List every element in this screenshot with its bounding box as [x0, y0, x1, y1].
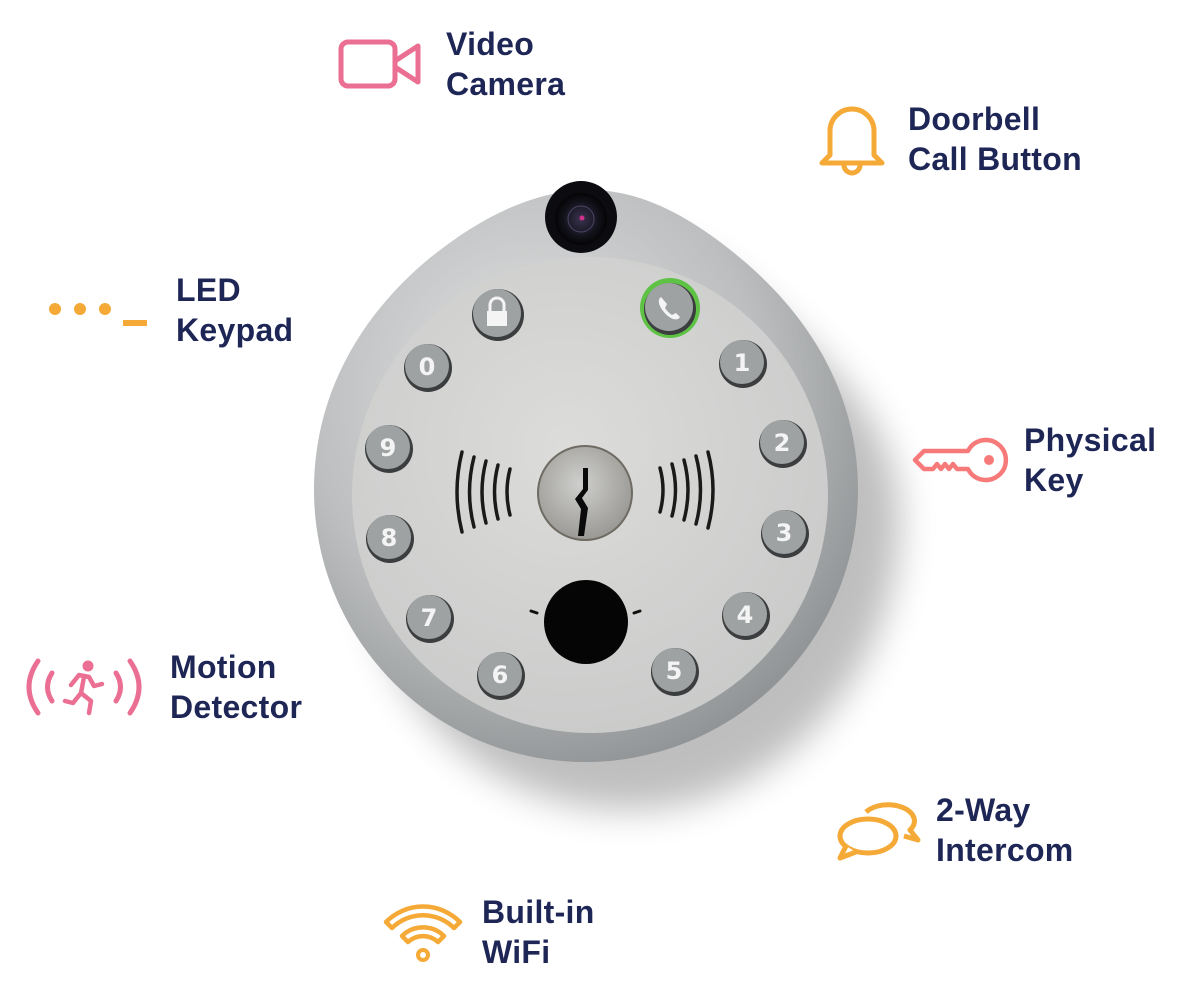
key-0: 0	[404, 344, 452, 392]
key-3: 3	[761, 510, 809, 558]
call-button	[640, 278, 700, 338]
svg-text:0: 0	[419, 353, 436, 381]
feature-motion-detector: Motion Detector	[24, 647, 302, 727]
feature-label-line2: Detector	[170, 689, 303, 725]
key-6: 6	[477, 652, 525, 700]
feature-physical-key: Physical Key	[912, 420, 1156, 500]
feature-label-line2: Intercom	[936, 832, 1074, 868]
feature-label-line1: Motion	[170, 649, 277, 685]
chat-bubbles-icon	[837, 802, 921, 861]
svg-text:3: 3	[776, 519, 793, 547]
motion-runner-icon	[26, 658, 142, 716]
svg-text:9: 9	[380, 434, 397, 462]
svg-text:6: 6	[492, 661, 509, 689]
feature-doorbell: Doorbell Call Button	[816, 99, 1082, 179]
feature-label-line2: Call Button	[908, 141, 1082, 177]
camera-lens	[545, 181, 617, 253]
svg-text:2: 2	[774, 429, 791, 457]
key-2: 2	[759, 420, 807, 468]
bell-icon	[819, 106, 885, 176]
feature-label-line1: 2-Way	[936, 792, 1031, 828]
feature-label-line2: Key	[1024, 462, 1084, 498]
speaker-left	[455, 450, 512, 534]
feature-video-camera: Video Camera	[338, 24, 565, 104]
feature-label-line2: Camera	[446, 66, 566, 102]
feature-label-line1: Doorbell	[908, 101, 1041, 137]
wifi-icon	[383, 904, 463, 962]
video-camera-icon	[338, 39, 421, 89]
key-1: 1	[719, 340, 767, 388]
speaker-right	[658, 450, 715, 530]
feature-led-keypad: LED Keypad	[46, 270, 293, 350]
svg-text:8: 8	[381, 524, 398, 552]
feature-label-line1: Physical	[1024, 422, 1157, 458]
feature-label-line2: Keypad	[176, 312, 294, 348]
lock-button	[472, 289, 524, 341]
svg-text:1: 1	[734, 349, 751, 377]
feature-label-line1: Built-in	[482, 894, 595, 930]
feature-label-line1: LED	[176, 272, 241, 308]
feature-label-line2: WiFi	[482, 934, 551, 970]
key-5: 5	[651, 648, 699, 696]
svg-text:4: 4	[737, 601, 754, 629]
key-9: 9	[365, 425, 413, 473]
feature-intercom: 2-Way Intercom	[836, 790, 1074, 870]
key-8: 8	[366, 515, 414, 563]
led-dots-icon	[49, 303, 147, 326]
key-7: 7	[406, 595, 454, 643]
svg-text:7: 7	[421, 604, 438, 632]
feature-label-line1: Video	[446, 26, 535, 62]
key-cylinder	[537, 445, 633, 541]
feature-wifi: Built-in WiFi	[382, 892, 595, 972]
svg-text:5: 5	[666, 657, 683, 685]
key-icon	[912, 437, 1009, 483]
motion-sensor	[529, 580, 642, 664]
key-4: 4	[722, 592, 770, 640]
